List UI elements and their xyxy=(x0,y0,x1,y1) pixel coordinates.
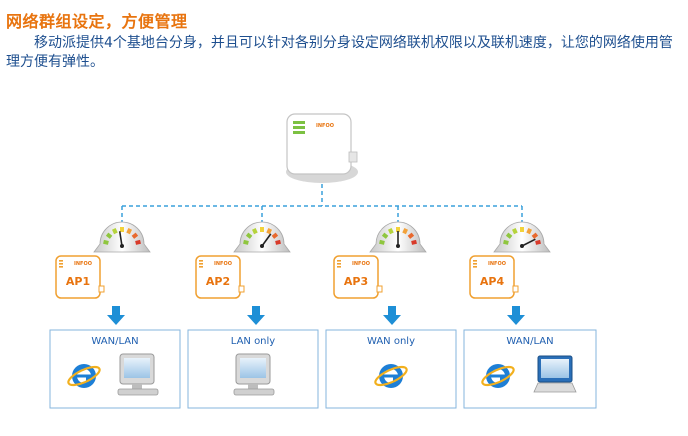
ap-label: AP1 xyxy=(66,275,90,288)
ap-label: AP4 xyxy=(480,275,505,288)
access-point-device-icon: INFOO AP4 xyxy=(469,255,519,299)
desktop-computer-icon xyxy=(117,353,159,396)
down-arrow-icon xyxy=(247,306,265,325)
ap-label: AP2 xyxy=(206,275,230,288)
ap-label: AP3 xyxy=(344,275,368,288)
internet-explorer-icon xyxy=(67,364,101,388)
internet-explorer-icon xyxy=(374,364,408,388)
ap-brand-label: INFOO xyxy=(352,261,370,267)
gauge-needle xyxy=(521,238,536,247)
router-device-icon: INFOO xyxy=(286,113,358,183)
access-point-device-icon: INFOO AP2 xyxy=(195,255,245,299)
access-point-device-icon: INFOO AP3 xyxy=(333,255,383,299)
feature-description: 移动派提供4个基地台分身，并且可以针对各别分身设定网络联机权限以及联机速度，让您… xyxy=(6,35,673,70)
device-box xyxy=(463,329,597,409)
ap-brand-label: INFOO xyxy=(214,261,232,267)
access-point-device-icon: INFOO AP1 xyxy=(55,255,105,299)
network-mode-label: LAN only xyxy=(231,336,276,347)
laptop-computer-icon xyxy=(533,355,577,393)
connection-lines xyxy=(121,184,523,226)
speed-gauge-icon xyxy=(93,221,151,253)
speed-gauge-icon xyxy=(493,221,551,253)
down-arrow-icon xyxy=(107,306,125,325)
gauge-needle xyxy=(261,233,272,247)
desktop-computer-icon xyxy=(233,353,275,396)
down-arrow-icon xyxy=(383,306,401,325)
speed-gauge-icon xyxy=(369,221,427,253)
down-arrow-icon xyxy=(507,306,525,325)
network-mode-label: WAN/LAN xyxy=(91,336,138,347)
ap-brand-label: INFOO xyxy=(488,261,506,267)
ap-brand-label: INFOO xyxy=(74,261,92,267)
network-mode-label: WAN/LAN xyxy=(506,336,553,347)
device-box xyxy=(49,329,181,409)
page-title: 网络群组设定，方便管理 xyxy=(6,12,188,31)
gauge-needle xyxy=(118,231,123,247)
router-brand-label: INFOO xyxy=(316,123,334,129)
internet-explorer-icon xyxy=(481,364,515,388)
network-mode-label: WAN only xyxy=(367,336,415,347)
speed-gauge-icon xyxy=(233,221,291,253)
